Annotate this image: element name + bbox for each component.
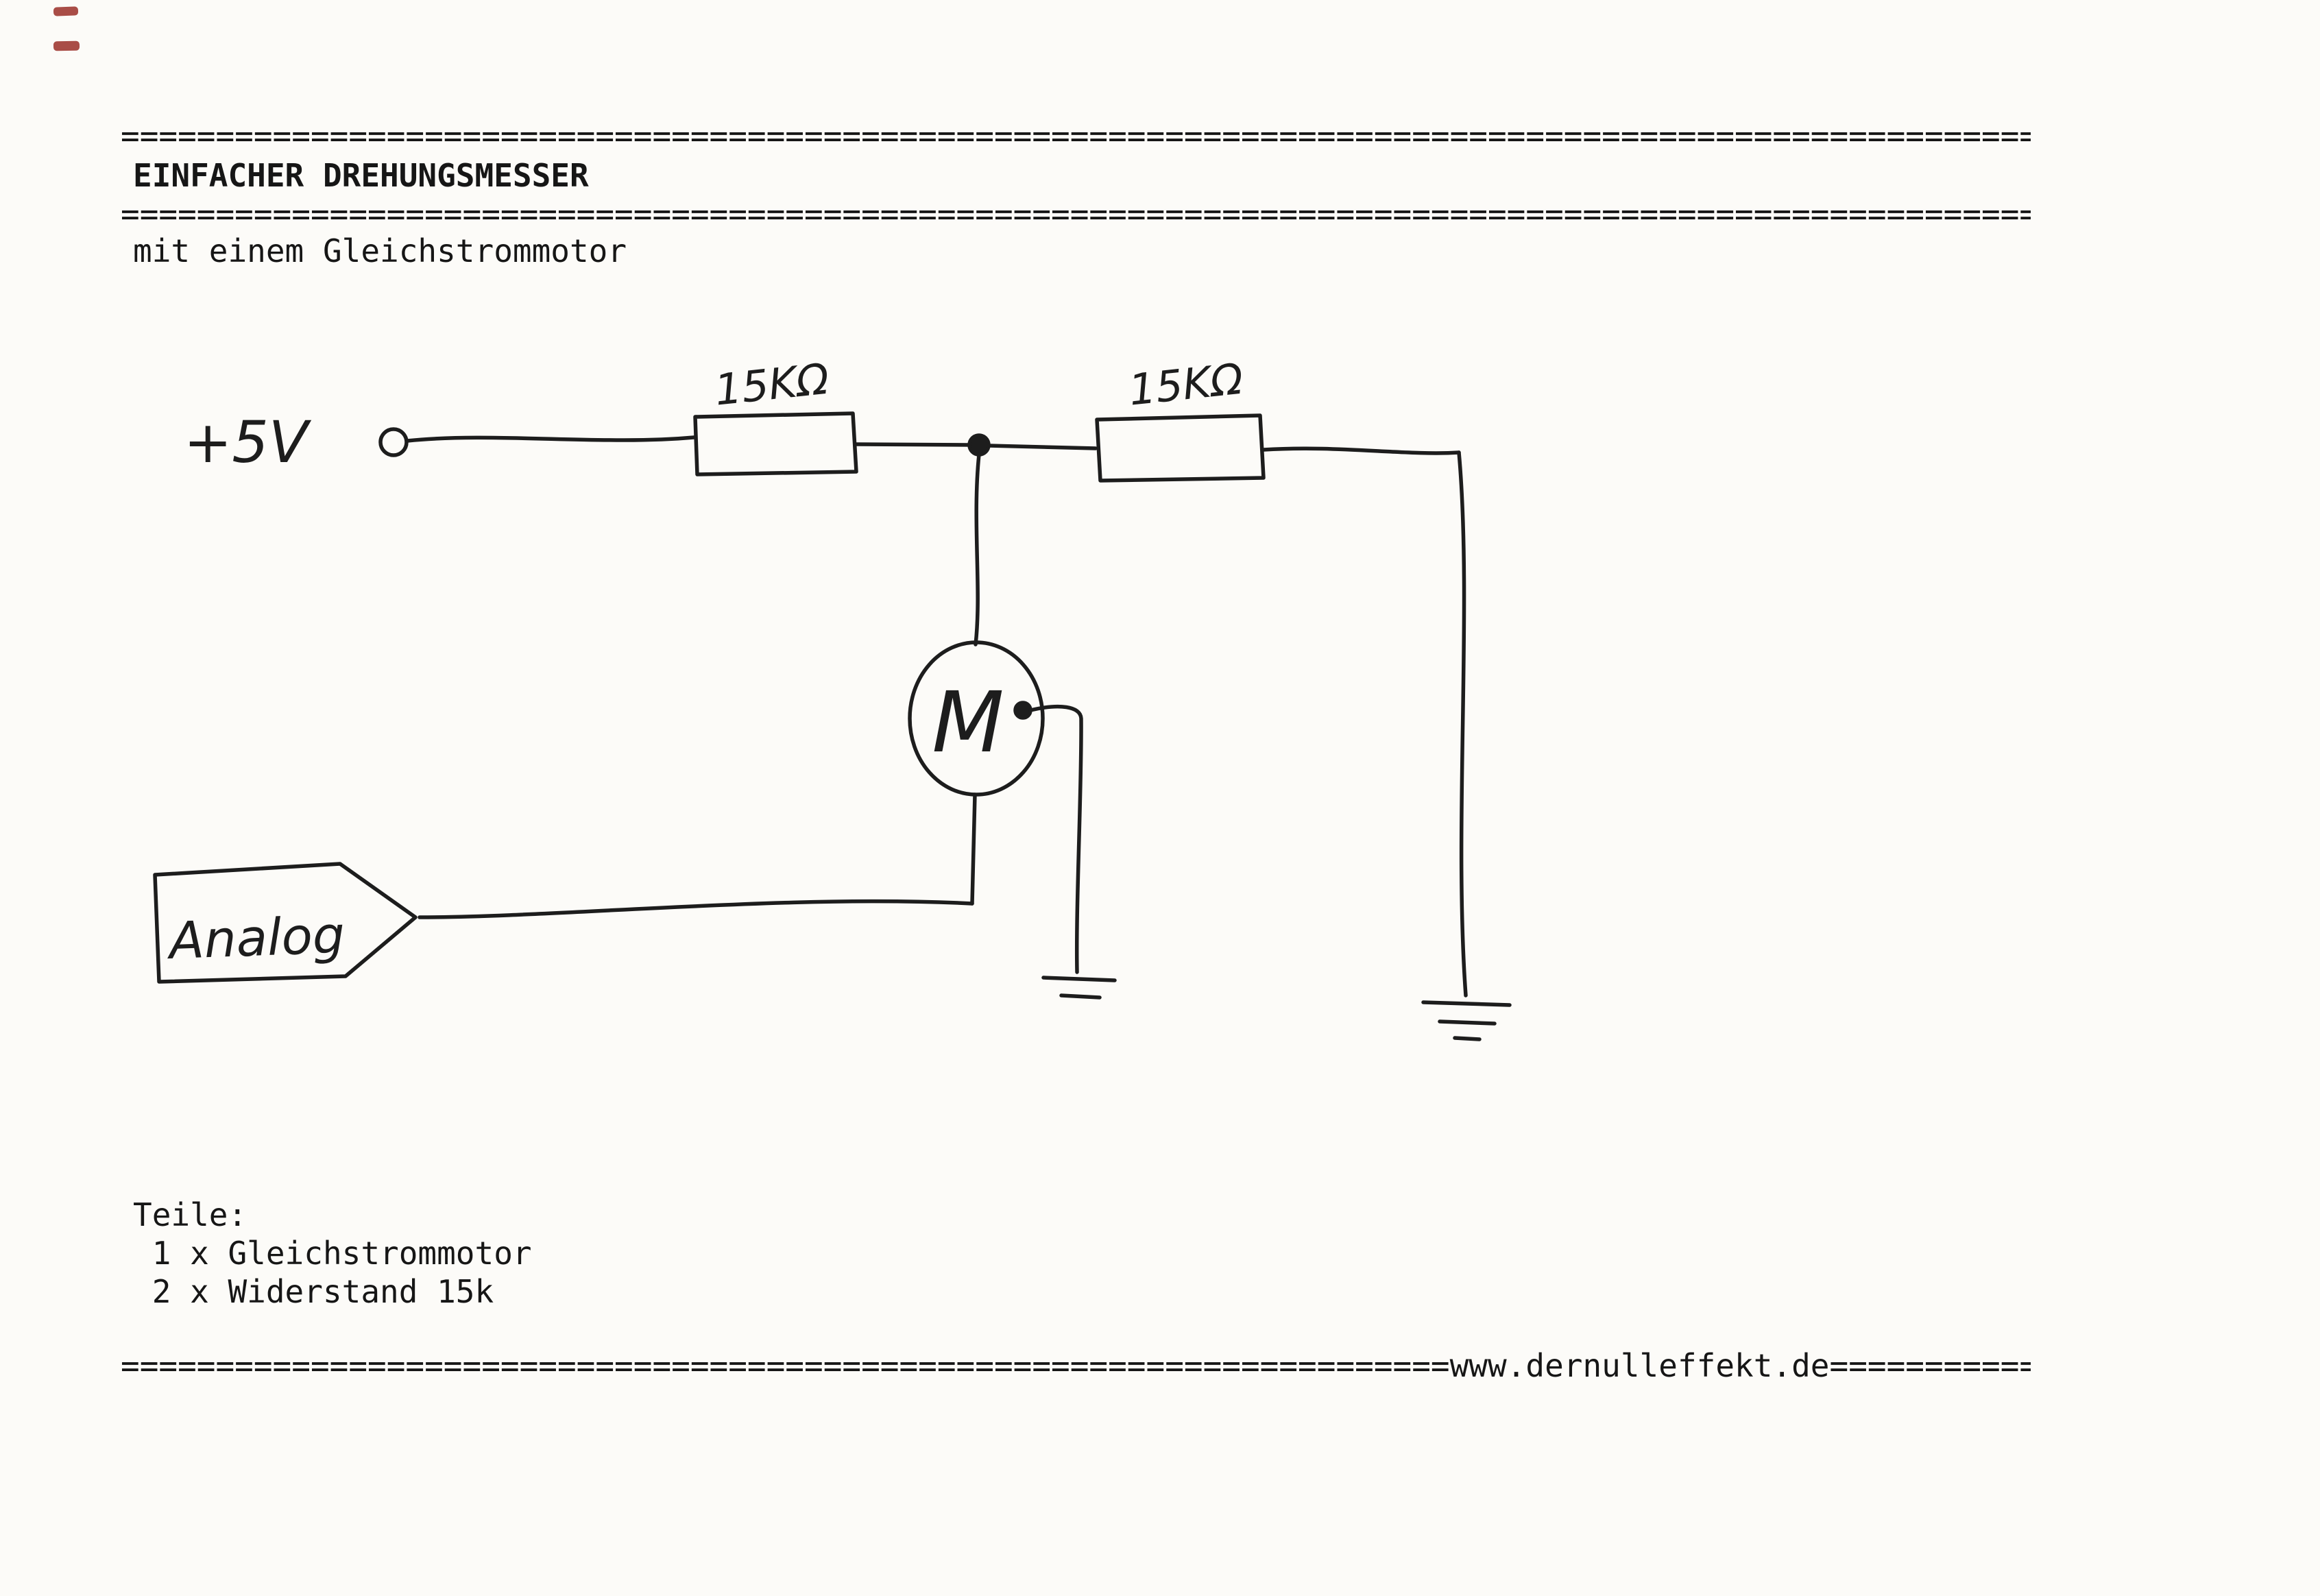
- analog-tag-outline: [153, 862, 418, 984]
- wire-junction-to-resistor2: [987, 444, 1098, 450]
- resistor1-body: [693, 411, 858, 476]
- footer-divider-right: ===========: [1829, 1349, 2031, 1383]
- page-subtitle: mit einem Gleichstrommotor: [133, 232, 627, 269]
- wire-junction-to-motor: [974, 452, 981, 646]
- footer-divider: ========================================…: [121, 1349, 2031, 1383]
- footer-url: www.dernulleffekt.de: [1449, 1349, 1830, 1383]
- junction-dot: [967, 433, 991, 457]
- header-divider-top: ========================================…: [121, 119, 2031, 153]
- ground-symbol-right: [1421, 1000, 1512, 1041]
- resistor2-label: 15KΩ: [1126, 354, 1246, 415]
- resistor2-body: [1095, 413, 1266, 483]
- wire-motor-bottom: [970, 793, 977, 906]
- supply-terminal-circle: [378, 427, 409, 457]
- motor-label: M: [932, 674, 1004, 771]
- analog-label: Analog: [166, 906, 346, 971]
- ground-symbol-middle: [1041, 976, 1117, 1000]
- resistor1-label: 15KΩ: [712, 354, 832, 415]
- parts-item: 1 x Gleichstrommotor: [133, 1235, 532, 1272]
- wire-to-analog-tag: [418, 899, 974, 919]
- wire-motor-to-ground: [1028, 704, 1083, 974]
- parts-heading: Teile:: [133, 1196, 247, 1233]
- wire-resistor2-right: [1261, 446, 1461, 455]
- header-divider-bottom: ========================================…: [121, 197, 2031, 231]
- page-title: EINFACHER DREHUNGSMESSER: [133, 157, 589, 194]
- wire-supply-to-resistor1: [405, 435, 696, 443]
- wire-down-right-ground: [1457, 450, 1468, 998]
- motor-terminal-dot: [1013, 701, 1032, 720]
- wire-resistor1-to-junction: [854, 442, 973, 447]
- footer-divider-left: ========================================…: [121, 1349, 1450, 1383]
- supply-label: +5V: [184, 409, 312, 476]
- parts-item: 2 x Widerstand 15k: [133, 1273, 494, 1310]
